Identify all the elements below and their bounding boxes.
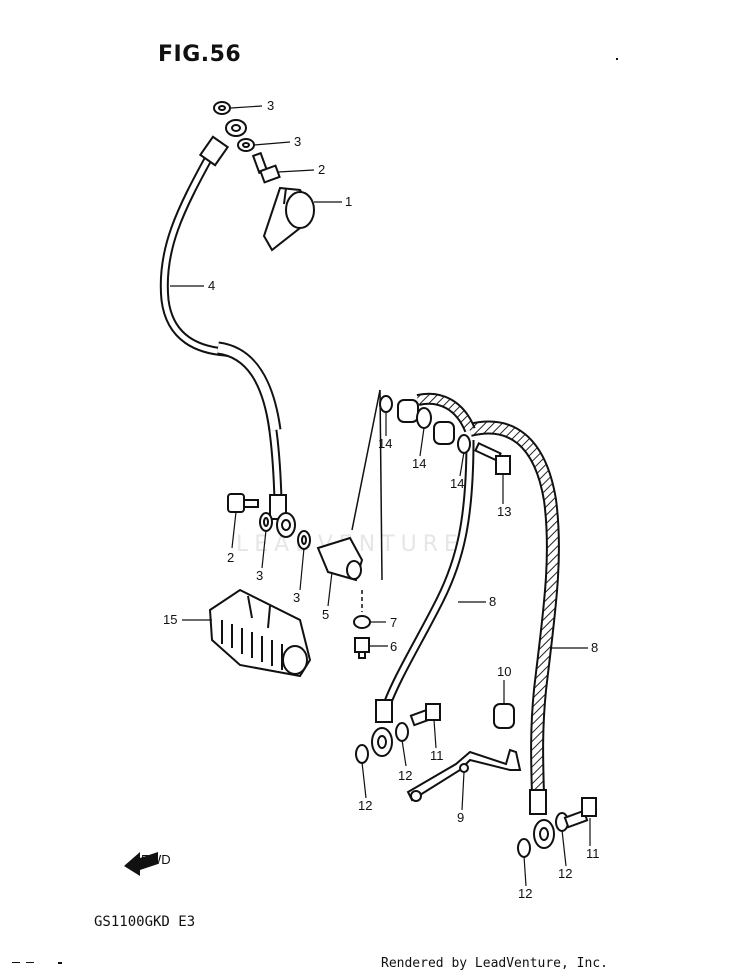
callout: 2: [227, 550, 234, 565]
callout: 12: [358, 798, 372, 813]
banjo-fittings-upper: [379, 395, 471, 454]
leader-line-5: [379, 389, 383, 581]
callout: 3: [293, 590, 300, 605]
banjo-fitting-left-lower: [355, 699, 409, 764]
banjo-fitting-top: [225, 119, 247, 137]
callout: 11: [430, 748, 444, 763]
grommet-10: [493, 703, 515, 729]
banjo-fitting-right-lower: [517, 789, 569, 858]
callout: 7: [390, 615, 397, 630]
three-way-joint: [316, 536, 364, 582]
hose-guide-cover: [208, 588, 312, 678]
fwd-label: FWD: [141, 852, 171, 867]
banjo-fitting-lower: [276, 512, 296, 538]
bolt-11-left: [409, 703, 441, 727]
figure-title: FIG.56: [158, 42, 242, 67]
credit-line: Rendered by LeadVenture, Inc.: [381, 956, 608, 971]
callout: 12: [398, 768, 412, 783]
callout: 3: [294, 134, 301, 149]
callout: 3: [256, 568, 263, 583]
forward-arrow-icon: FWD: [124, 852, 171, 876]
union-bolt-top: [251, 151, 281, 184]
callout: 2: [318, 162, 325, 177]
leader-lines: [170, 105, 591, 887]
model-code: GS1100GKD E3: [94, 914, 196, 930]
callout: 14: [450, 476, 464, 491]
union-bolt-lower: [227, 493, 259, 513]
brake-hose-right: [416, 392, 560, 796]
callout: 3: [267, 98, 274, 113]
callout: 12: [518, 886, 532, 901]
callout: 4: [208, 278, 215, 293]
callout: 13: [497, 504, 511, 519]
brake-hose-upper: [159, 135, 287, 520]
callout-labels: 3 3 2 1 4 14 14 14 13 2 3 3 5 7 6 15 8 8…: [163, 98, 600, 901]
scan-specks: [12, 58, 618, 964]
master-cylinder: [262, 186, 315, 252]
washer-bolt-6-7: [353, 615, 371, 659]
callout: 5: [322, 607, 329, 622]
callout: 12: [558, 866, 572, 881]
callout: 9: [457, 810, 464, 825]
leader-dash-5: [351, 389, 381, 531]
callout: 14: [412, 456, 426, 471]
callout: 11: [586, 846, 600, 861]
bolt-13: [474, 441, 511, 475]
callout: 6: [390, 639, 397, 654]
callout: 15: [163, 612, 177, 627]
callout: 14: [378, 436, 392, 451]
callout: 8: [591, 640, 598, 655]
clamp-9: [406, 748, 522, 802]
callout: 8: [489, 594, 496, 609]
washers-top: [213, 101, 255, 152]
callout: 10: [497, 664, 511, 679]
washers-lower: [259, 512, 311, 550]
brake-hose-left: [380, 439, 475, 712]
bolt-11-right: [563, 797, 597, 829]
callout: 1: [345, 194, 352, 209]
